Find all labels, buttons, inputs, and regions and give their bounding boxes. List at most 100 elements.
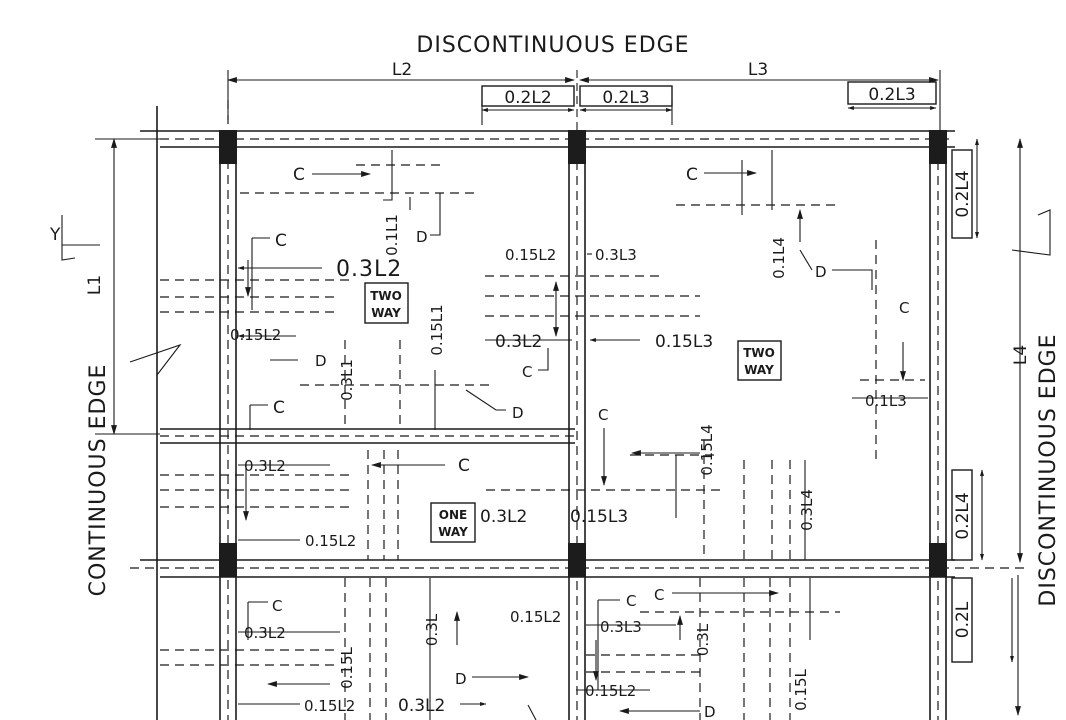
bar-line — [699, 578, 791, 720]
dim-box — [847, 81, 937, 105]
marker-d: D — [704, 703, 716, 720]
marker-d: D — [416, 228, 428, 246]
label-03l-a: 0.3L — [423, 613, 441, 646]
leader — [832, 269, 873, 290]
label-03l2: 0.3L2 — [336, 257, 402, 282]
leader — [247, 601, 268, 640]
marker-c: C — [598, 406, 608, 424]
marker-c: C — [654, 586, 664, 604]
marker-c: C — [458, 456, 470, 476]
dim-box — [579, 85, 673, 107]
bar-line — [344, 578, 387, 720]
label-03l-b: 0.3L — [694, 623, 712, 656]
leader — [799, 249, 813, 271]
marker-c: C — [522, 363, 532, 381]
panel-type-line2: WAY — [744, 363, 774, 377]
label-015l2-c: 0.15L2 — [305, 532, 356, 550]
bar-line — [240, 164, 480, 194]
column — [929, 543, 947, 577]
marker-c: C — [272, 597, 282, 615]
panel-type-line2: WAY — [371, 306, 401, 320]
dim-02l3-right: 0.2L3 — [868, 85, 915, 105]
label-03l3: 0.3L3 — [595, 246, 637, 264]
bar-line — [485, 275, 700, 317]
marker-d: D — [455, 670, 467, 688]
label-03l4: 0.3L4 — [798, 489, 816, 531]
section-mark — [1011, 209, 1051, 256]
dim-02l: 0.2L — [953, 601, 973, 638]
marker-d: D — [512, 404, 524, 422]
label-015l1: 0.15L1 — [428, 304, 446, 355]
panel-tag-box — [430, 502, 476, 543]
label-01l4: 0.1L4 — [770, 237, 788, 279]
marker-d: D — [815, 263, 827, 281]
label-015l2-f: 0.15L2 — [585, 682, 636, 700]
label-015l3-b: 0.15L3 — [570, 507, 628, 527]
leader — [538, 348, 549, 371]
marker-d: D — [315, 352, 327, 370]
bar-line — [586, 611, 840, 673]
span-l2-label: L2 — [392, 60, 412, 80]
marker-c: C — [686, 165, 698, 185]
label-015l-a: 0.15L — [338, 646, 356, 688]
bar-line — [367, 450, 399, 560]
dim-box — [481, 85, 575, 107]
panel-middle-left: ONE WAY 0.3L2 C 0.15L2 0.3L2 0.15L3 C 0.… — [160, 406, 816, 560]
column — [219, 130, 237, 164]
leader — [251, 237, 270, 310]
leader — [597, 599, 620, 690]
bar-line — [160, 279, 350, 313]
label-015l3: 0.15L3 — [655, 332, 713, 352]
panel-type-line1: ONE — [439, 508, 467, 522]
label-03l3-b: 0.3L3 — [600, 618, 642, 636]
leader — [409, 193, 441, 236]
label-015l2-e: 0.15L2 — [510, 608, 561, 626]
label-015l4: 0.15L4 — [698, 424, 716, 475]
span-l4-label: L4 — [1011, 345, 1031, 365]
label-01l1: 0.1L1 — [383, 214, 401, 256]
label-015l2-d: 0.15L2 — [304, 697, 355, 715]
label-03l2-d: 0.3L2 — [480, 507, 527, 527]
leader — [383, 150, 393, 201]
label-015l2-b: 0.15L2 — [505, 246, 556, 264]
column — [568, 130, 586, 164]
marker-c: C — [275, 231, 287, 251]
bar-line — [160, 474, 350, 508]
label-015l-b: 0.15L — [792, 668, 810, 710]
panel-top-left: TWO WAY C D 0.1L1 C 0.3L2 0.15L2 D 0.3L1… — [160, 150, 524, 430]
panel-type-line1: TWO — [370, 289, 402, 303]
label-015l2: 0.15L2 — [230, 326, 281, 344]
marker-c: C — [626, 592, 636, 610]
dim-02l2: 0.2L2 — [504, 88, 551, 108]
leader — [527, 704, 537, 720]
column — [568, 543, 586, 577]
panel-tag-box — [737, 340, 782, 381]
extension-line — [95, 138, 160, 435]
axis-y-label: Y — [49, 225, 61, 245]
bar-line — [703, 440, 791, 560]
panel-top-right: TWO WAY C 0.1L4 D 0.15L2 0.3L3 0.3L2 0.1… — [485, 150, 928, 460]
bar-line — [860, 240, 925, 460]
marker-c: C — [293, 165, 305, 185]
label-03l2-c: 0.3L2 — [244, 457, 286, 475]
dim-02l4-top: 0.2L4 — [953, 170, 973, 217]
span-l3-label: L3 — [748, 60, 768, 80]
label-01l3: 0.1L3 — [865, 392, 907, 410]
section-mark — [61, 215, 76, 261]
dim-box — [951, 577, 973, 663]
panel-type-line1: TWO — [743, 346, 775, 360]
marker-c: C — [273, 398, 285, 418]
panel-bottom: C 0.3L2 0.15L 0.15L2 0.3L D 0.3L2 0.15L2… — [160, 578, 840, 720]
label-03l2-b: 0.3L2 — [495, 332, 542, 352]
panel-type-line2: WAY — [438, 525, 468, 539]
column — [219, 543, 237, 577]
bar-line — [486, 454, 720, 491]
leader — [249, 404, 268, 430]
dim-box — [951, 149, 973, 239]
left-edge-label: CONTINUOUS EDGE — [86, 364, 111, 597]
label-03l2-f: 0.3L2 — [398, 696, 445, 716]
top-edge-label: DISCONTINUOUS EDGE — [416, 33, 689, 58]
dim-02l4-bottom: 0.2L4 — [953, 492, 973, 539]
marker-c: C — [899, 299, 909, 317]
